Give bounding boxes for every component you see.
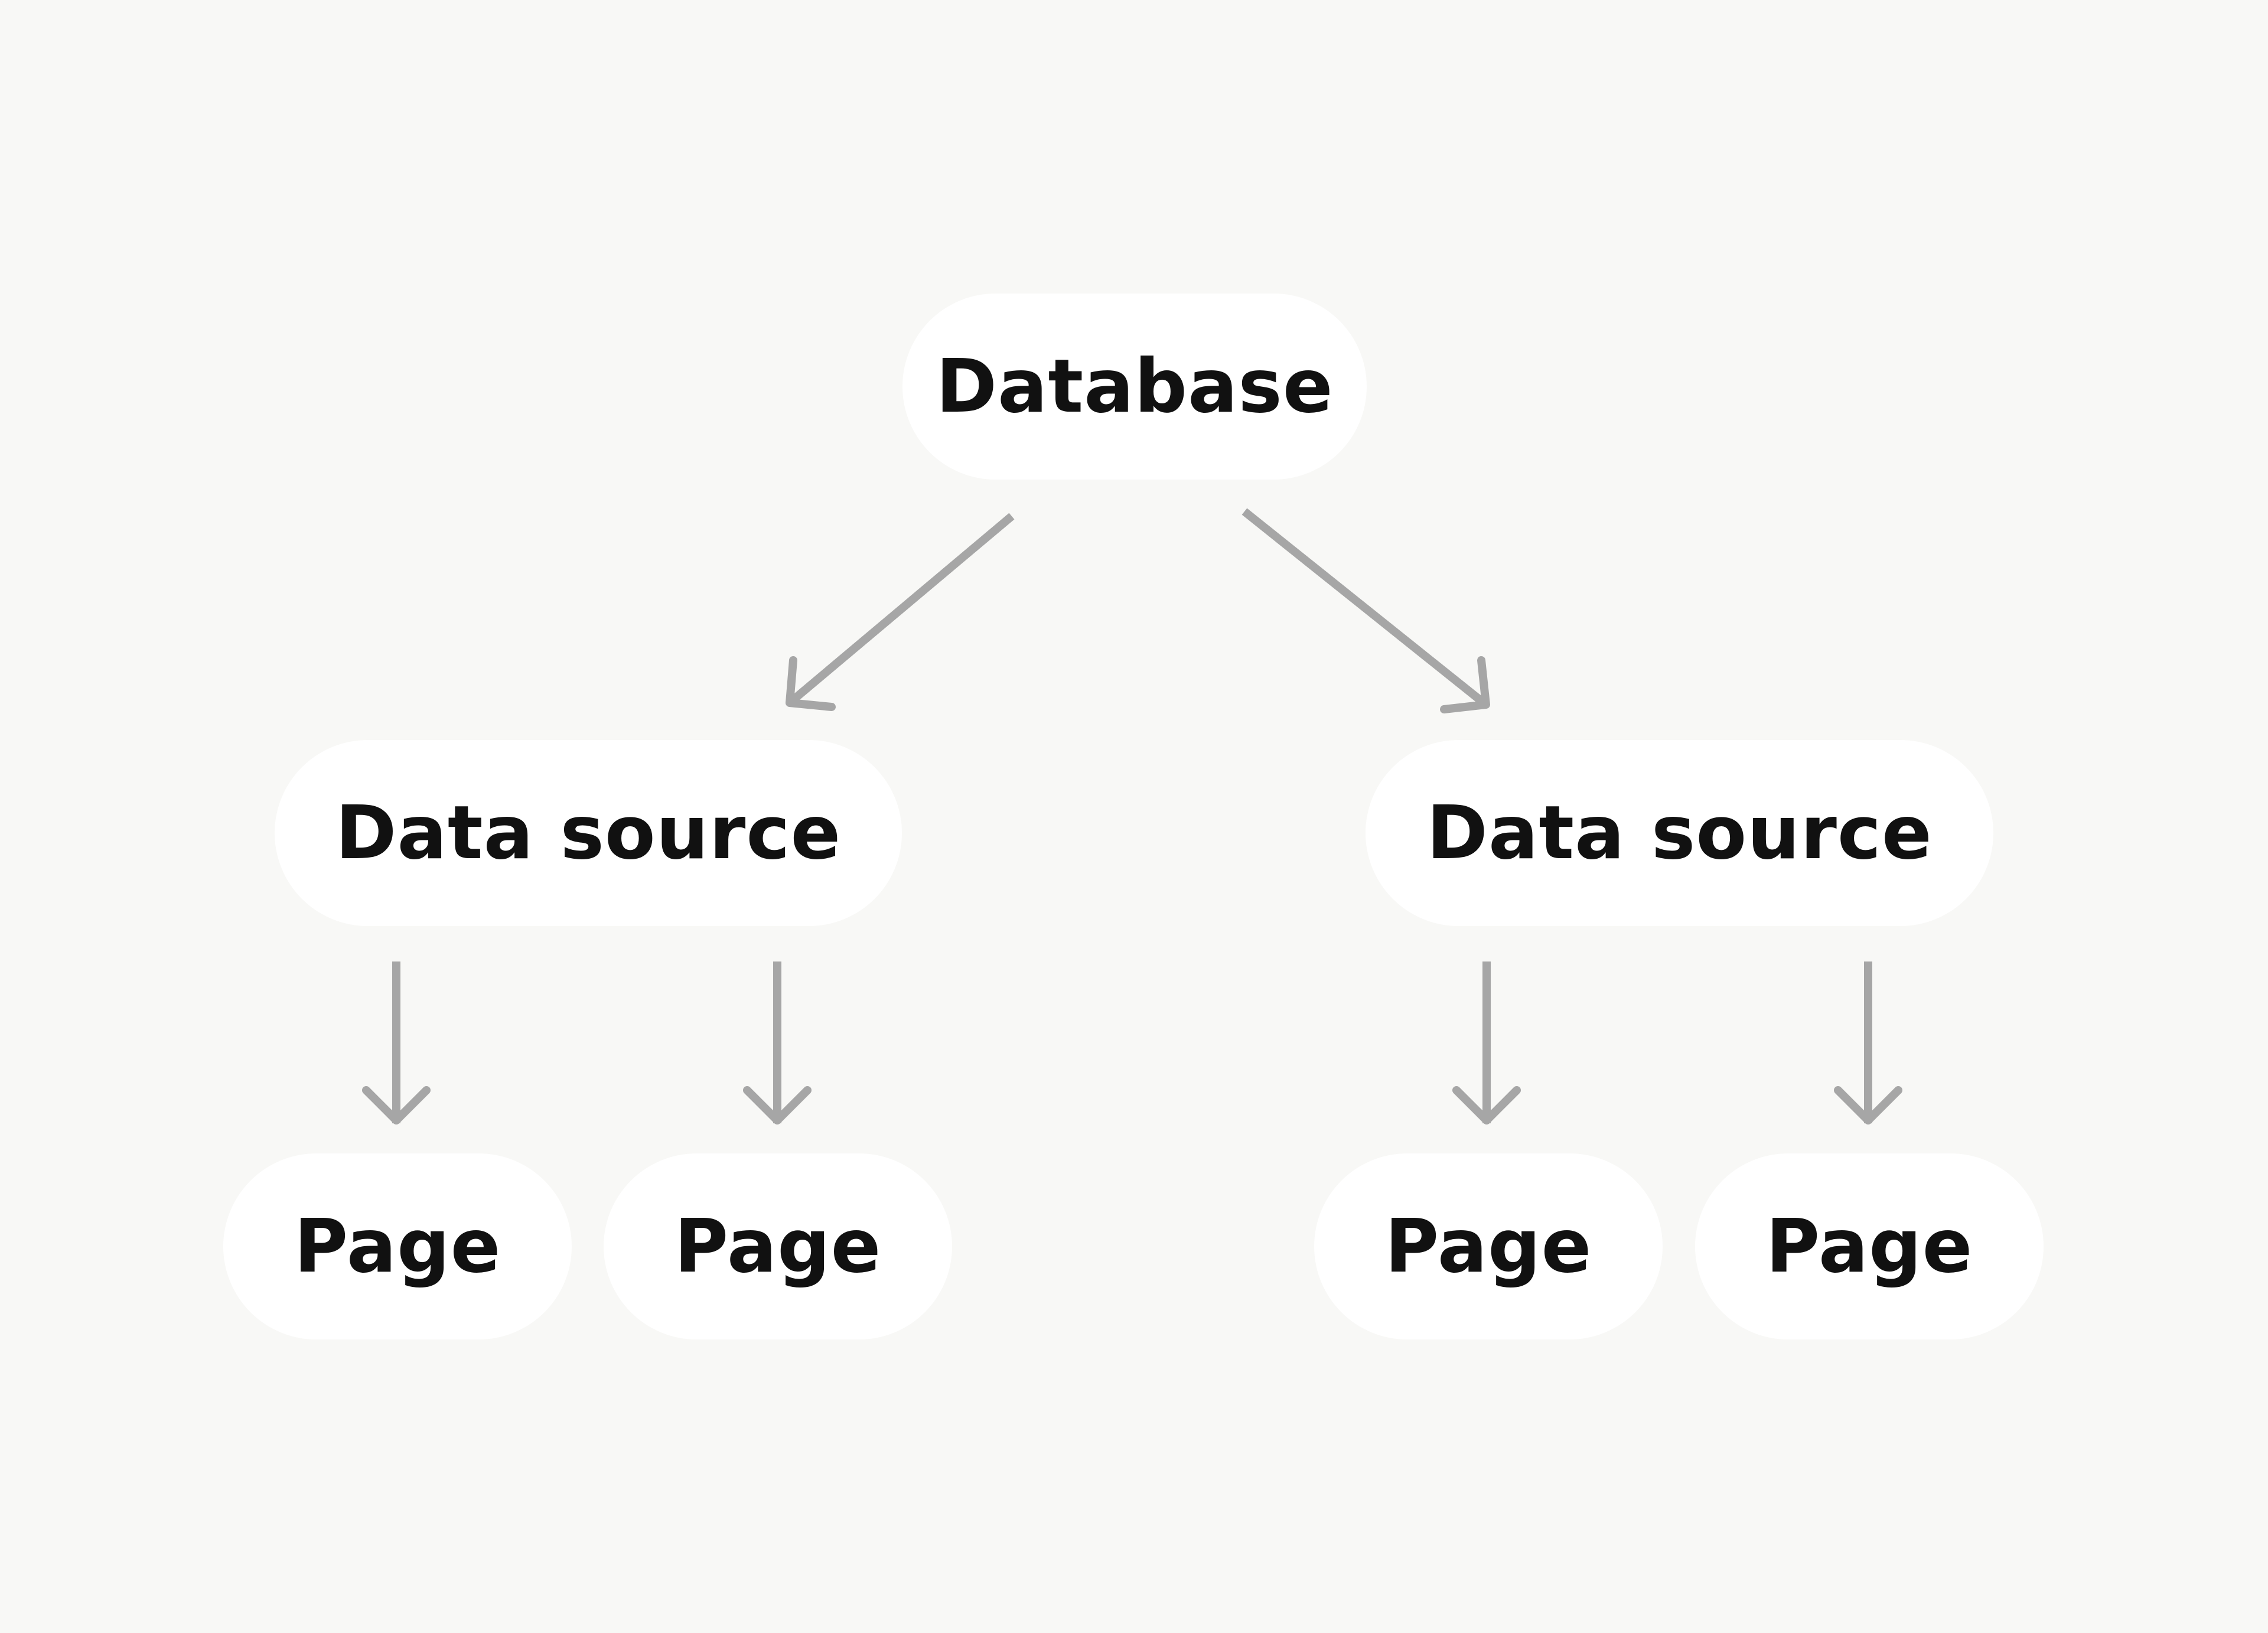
page-label: Page — [1765, 1204, 1973, 1289]
page-label: Page — [1384, 1204, 1592, 1289]
page-label: Page — [674, 1204, 882, 1289]
page-node: Page — [1695, 1153, 2044, 1339]
arrow-database-to-source-left — [786, 513, 1015, 711]
arrow-source-right-to-page-3 — [1452, 961, 1521, 1124]
page-node: Page — [223, 1153, 572, 1339]
arrow-source-right-to-page-4 — [1834, 961, 1902, 1124]
database-label: Database — [936, 344, 1334, 429]
arrow-source-left-to-page-1 — [362, 961, 431, 1124]
arrow-source-left-to-page-2 — [743, 961, 812, 1124]
data-source-label: Data source — [1426, 790, 1933, 876]
database-node: Database — [902, 294, 1367, 480]
data-source-node-right: Data source — [1366, 740, 1993, 926]
arrow-database-to-source-right — [1241, 508, 1490, 713]
data-source-label: Data source — [335, 790, 842, 876]
data-source-node-left: Data source — [275, 740, 902, 926]
page-node: Page — [604, 1153, 952, 1339]
page-node: Page — [1314, 1153, 1663, 1339]
page-label: Page — [294, 1204, 501, 1289]
